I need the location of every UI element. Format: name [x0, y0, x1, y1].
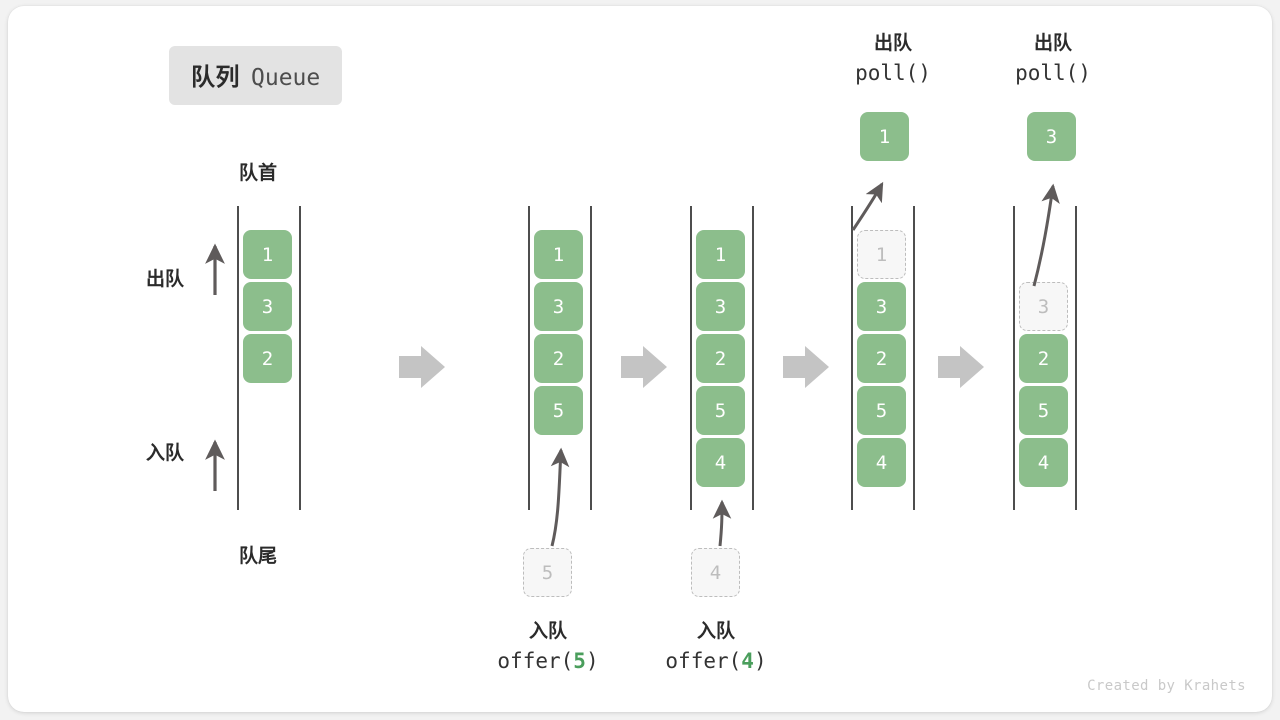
queue-cell: 2: [243, 334, 292, 383]
queue-head-label: 队首: [238, 163, 277, 184]
enqueue-side-label: 入队: [146, 443, 185, 464]
queue-rail-left-c2: [528, 206, 530, 510]
diagram-card: 队列 Queue 队首 队尾 出队 入队 1 3 2 1 3 2 5 5 入队 …: [8, 6, 1272, 712]
queue-cell: 2: [1019, 334, 1068, 383]
queue-cell: 2: [534, 334, 583, 383]
queue-rail-right-c4: [913, 206, 915, 510]
flow-arrow: [783, 346, 829, 388]
queue-rail-right-c2: [590, 206, 592, 510]
operation-name: 出队: [1033, 33, 1072, 54]
queue-rail-right-c5: [1075, 206, 1077, 510]
operation-name: 出队: [873, 33, 912, 54]
queue-cell-ghost: 1: [857, 230, 906, 279]
arrows-overlay: [205, 181, 1060, 547]
queue-cell: 5: [696, 386, 745, 435]
flow-arrow: [399, 346, 445, 388]
operation-code: poll(): [855, 60, 931, 85]
popped-element: 1: [860, 112, 909, 161]
queue-cell-ghost: 3: [1019, 282, 1068, 331]
enqueue-motion-arrow: [550, 447, 570, 547]
operation-arg: 5: [573, 648, 586, 673]
operation-label-offer-5: 入队 offer(5): [448, 618, 648, 676]
flow-arrow: [621, 346, 667, 388]
operation-name: 入队: [528, 621, 567, 642]
queue-tail-label: 队尾: [238, 546, 277, 567]
queue-cell: 3: [243, 282, 292, 331]
diagram-title-badge: 队列 Queue: [169, 46, 343, 105]
incoming-element-ghost: 4: [691, 548, 740, 597]
operation-name: 入队: [696, 621, 735, 642]
dequeue-motion-arrow: [1032, 183, 1060, 287]
title-chinese: 队列: [191, 64, 240, 91]
queue-cell: 5: [1019, 386, 1068, 435]
queue-cell: 4: [1019, 438, 1068, 487]
queue-cell: 3: [534, 282, 583, 331]
dequeue-motion-arrow: [851, 181, 884, 231]
queue-cell: 4: [857, 438, 906, 487]
popped-element: 3: [1027, 112, 1076, 161]
queue-rail-left-c5: [1013, 206, 1015, 510]
queue-cell: 4: [696, 438, 745, 487]
queue-rail-right-c1: [299, 206, 301, 510]
queue-cell: 1: [696, 230, 745, 279]
operation-label-poll-1: 出队 poll(): [803, 30, 983, 88]
queue-rail-left-c4: [851, 206, 853, 510]
queue-cell: 5: [534, 386, 583, 435]
queue-cell: 1: [243, 230, 292, 279]
queue-cell: 3: [857, 282, 906, 331]
operation-fn: poll: [855, 60, 906, 85]
operation-arg: 4: [741, 648, 754, 673]
incoming-element-ghost: 5: [523, 548, 572, 597]
operation-code: offer(5): [497, 648, 599, 673]
queue-rail-right-c3: [752, 206, 754, 510]
queue-cell: 2: [696, 334, 745, 383]
queue-rail-left-c1: [237, 206, 239, 510]
queue-cell: 1: [534, 230, 583, 279]
queue-cell: 2: [857, 334, 906, 383]
queue-cell: 5: [857, 386, 906, 435]
queue-cell: 3: [696, 282, 745, 331]
footer-credit: Created by Krahets: [1087, 678, 1246, 694]
operation-label-offer-4: 入队 offer(4): [616, 618, 816, 676]
operation-code: poll(): [1015, 60, 1091, 85]
operation-fn: poll: [1015, 60, 1066, 85]
operation-fn: offer: [665, 648, 729, 673]
operation-fn: offer: [497, 648, 561, 673]
dequeue-side-label: 出队: [146, 269, 185, 290]
queue-rail-left-c3: [690, 206, 692, 510]
enqueue-motion-arrow: [712, 499, 732, 547]
operation-code: offer(4): [665, 648, 767, 673]
title-english: Queue: [251, 65, 321, 91]
flow-arrow: [938, 346, 984, 388]
operation-label-poll-3: 出队 poll(): [963, 30, 1143, 88]
diagram-stage: 队列 Queue 队首 队尾 出队 入队 1 3 2 1 3 2 5 5 入队 …: [8, 6, 1272, 712]
